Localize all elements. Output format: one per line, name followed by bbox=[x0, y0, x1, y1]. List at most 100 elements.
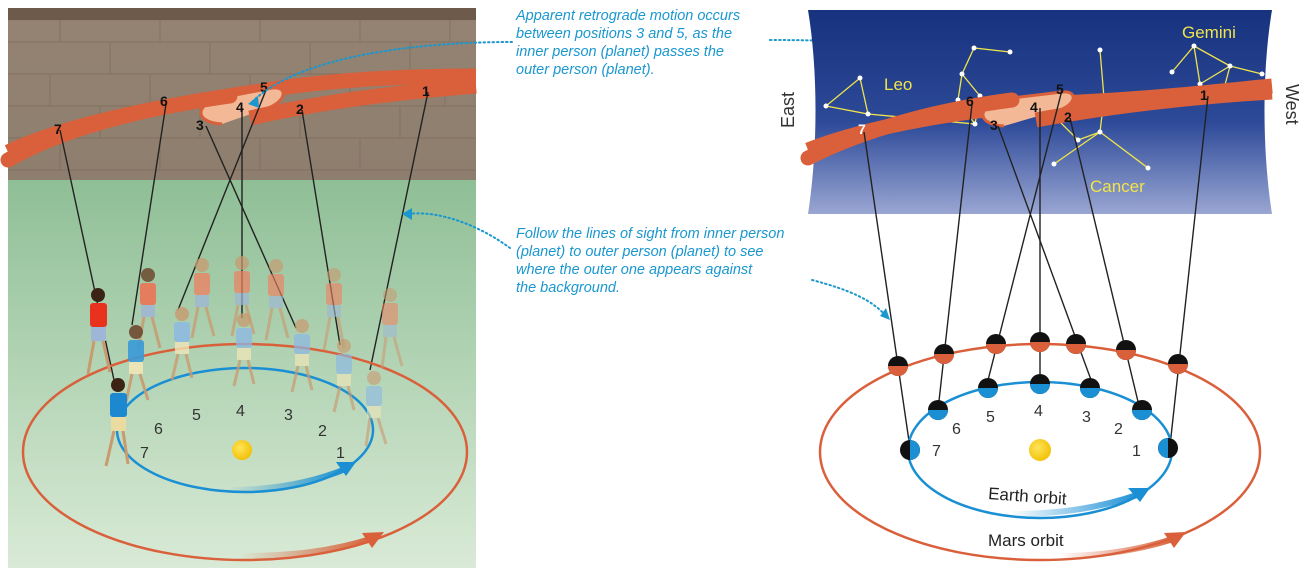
person-inner-5 bbox=[170, 307, 194, 381]
left-path-label-3: 3 bbox=[196, 117, 204, 133]
right-orbit-number-6: 6 bbox=[952, 421, 961, 438]
leo-lines bbox=[825, 76, 869, 115]
mars-arrowhead-left bbox=[362, 532, 384, 548]
leo-lines-2 bbox=[867, 47, 1011, 125]
person-inner-4 bbox=[232, 313, 256, 387]
retrograde-leader-left bbox=[251, 41, 513, 103]
earth-position-2 bbox=[1132, 400, 1152, 420]
earth-position-3 bbox=[1080, 378, 1100, 398]
left-ground-number-2: 2 bbox=[318, 423, 327, 440]
mars-orbit-label: Mars orbit bbox=[988, 531, 1064, 550]
left-path-label-6: 6 bbox=[160, 93, 168, 109]
sight-leader-left bbox=[407, 212, 511, 249]
earth-position-7 bbox=[900, 440, 920, 460]
earth-position-1 bbox=[1158, 438, 1178, 458]
gemini-lines bbox=[1171, 45, 1263, 75]
right-path-label-6: 6 bbox=[966, 93, 974, 109]
sky-path-front-2 bbox=[1034, 84, 1273, 128]
sun-right bbox=[1029, 439, 1051, 461]
person-outer-4 bbox=[230, 256, 256, 337]
left-path-label-1: 1 bbox=[422, 83, 430, 99]
mars-positions bbox=[888, 332, 1188, 376]
person-inner-7 bbox=[104, 378, 130, 467]
mars-position-6 bbox=[934, 344, 954, 364]
mars-position-7 bbox=[888, 356, 908, 376]
earth-arrowhead-left bbox=[336, 462, 356, 476]
sight-leader-right bbox=[811, 279, 887, 317]
left-ground-number-6: 6 bbox=[154, 421, 163, 438]
right-path-label-2: 2 bbox=[1064, 109, 1072, 125]
right-path-label-1: 1 bbox=[1200, 87, 1208, 103]
mars-position-3 bbox=[1066, 334, 1086, 354]
east-label: East bbox=[778, 92, 798, 128]
person-inner-6 bbox=[124, 325, 150, 403]
mars-position-5 bbox=[986, 334, 1006, 354]
wall-path-front-2 bbox=[248, 78, 477, 126]
person-outer-1 bbox=[380, 288, 404, 369]
retrograde-annotation-line-2: between positions 3 and 5, as the bbox=[516, 26, 733, 42]
wall-top-edge bbox=[8, 8, 476, 20]
left-ground-numbers: 1 2 3 4 5 6 7 bbox=[140, 403, 345, 462]
right-path-label-4: 4 bbox=[1030, 99, 1038, 115]
mars-position-1 bbox=[1168, 354, 1188, 374]
leo-label: Leo bbox=[884, 75, 912, 94]
retrograde-annotation: Apparent retrograde motion occurs betwee… bbox=[516, 7, 806, 79]
right-orbit-number-4: 4 bbox=[1034, 403, 1043, 420]
earth-arrowhead-right bbox=[1128, 488, 1150, 502]
earth-arrow-left bbox=[227, 465, 350, 493]
earth-positions bbox=[900, 374, 1178, 460]
people-outer bbox=[86, 256, 404, 375]
left-ground-number-5: 5 bbox=[192, 407, 201, 424]
earth-position-4 bbox=[1030, 374, 1050, 394]
mars-arrow-right bbox=[1059, 535, 1177, 559]
earth-orbit-label: Earth orbit bbox=[988, 484, 1068, 508]
person-inner-2 bbox=[332, 339, 356, 413]
wall-path-front bbox=[0, 88, 238, 168]
sight-leader-arrowhead-right bbox=[880, 308, 890, 320]
right-orbit-number-7: 7 bbox=[932, 443, 941, 460]
left-path-label-4: 4 bbox=[236, 99, 244, 115]
right-orbit-number-2: 2 bbox=[1114, 421, 1123, 438]
left-ground-number-4: 4 bbox=[236, 403, 245, 420]
right-orbit-number-1: 1 bbox=[1132, 443, 1141, 460]
left-path-label-5: 5 bbox=[260, 79, 268, 95]
people-inner bbox=[104, 307, 388, 467]
earth-arrow-right bbox=[1009, 491, 1141, 517]
person-outer-5 bbox=[190, 258, 216, 339]
retrograde-leader-arrowhead-left bbox=[248, 96, 259, 108]
earth-position-6 bbox=[928, 400, 948, 420]
person-outer-7 bbox=[86, 288, 112, 375]
lines-of-sight-annotation-line-1: Follow the lines of sight from inner per… bbox=[516, 226, 785, 242]
cancer-label: Cancer bbox=[1090, 177, 1145, 196]
sky-path-front bbox=[800, 92, 1020, 166]
right-path-labels: 1 2 3 4 5 6 7 bbox=[858, 81, 1208, 137]
left-path-labels: 1 2 3 4 5 6 7 bbox=[54, 79, 430, 137]
sight-leader-arrowhead-left bbox=[402, 208, 412, 220]
right-orbit-number-3: 3 bbox=[1082, 409, 1091, 426]
right-path-label-5: 5 bbox=[1056, 81, 1064, 97]
retrograde-annotation-line-3: inner person (planet) passes the bbox=[516, 44, 724, 60]
gemini-lines-2 bbox=[1193, 45, 1232, 97]
mars-arrow-left bbox=[239, 535, 375, 559]
right-path-label-7: 7 bbox=[858, 121, 866, 137]
gemini-label: Gemini bbox=[1182, 23, 1236, 42]
left-ground-number-1: 1 bbox=[336, 445, 345, 462]
lines-of-sight-annotation: Follow the lines of sight from inner per… bbox=[516, 225, 846, 297]
right-path-label-3: 3 bbox=[990, 117, 998, 133]
left-ground-number-7: 7 bbox=[140, 445, 149, 462]
west-label: West bbox=[1282, 84, 1302, 125]
left-panel: 1 2 3 4 5 6 7 1 2 3 4 5 6 7 bbox=[0, 8, 477, 568]
mars-position-4 bbox=[1030, 332, 1050, 352]
lines-of-sight-annotation-line-2: (planet) to outer person (planet) to see bbox=[516, 244, 764, 260]
right-orbit-number-5: 5 bbox=[986, 409, 995, 426]
mars-arrowhead-right bbox=[1164, 532, 1186, 548]
left-path-label-2: 2 bbox=[296, 101, 304, 117]
sun-left bbox=[232, 440, 252, 460]
right-panel: 1 2 3 4 5 6 7 Leo Gemini Cancer East Wes… bbox=[778, 10, 1302, 562]
lines-of-sight-annotation-line-4: the background. bbox=[516, 280, 620, 296]
mars-position-2 bbox=[1116, 340, 1136, 360]
earth-position-5 bbox=[978, 378, 998, 398]
left-path-label-7: 7 bbox=[54, 121, 62, 137]
person-inner-1 bbox=[364, 371, 388, 447]
